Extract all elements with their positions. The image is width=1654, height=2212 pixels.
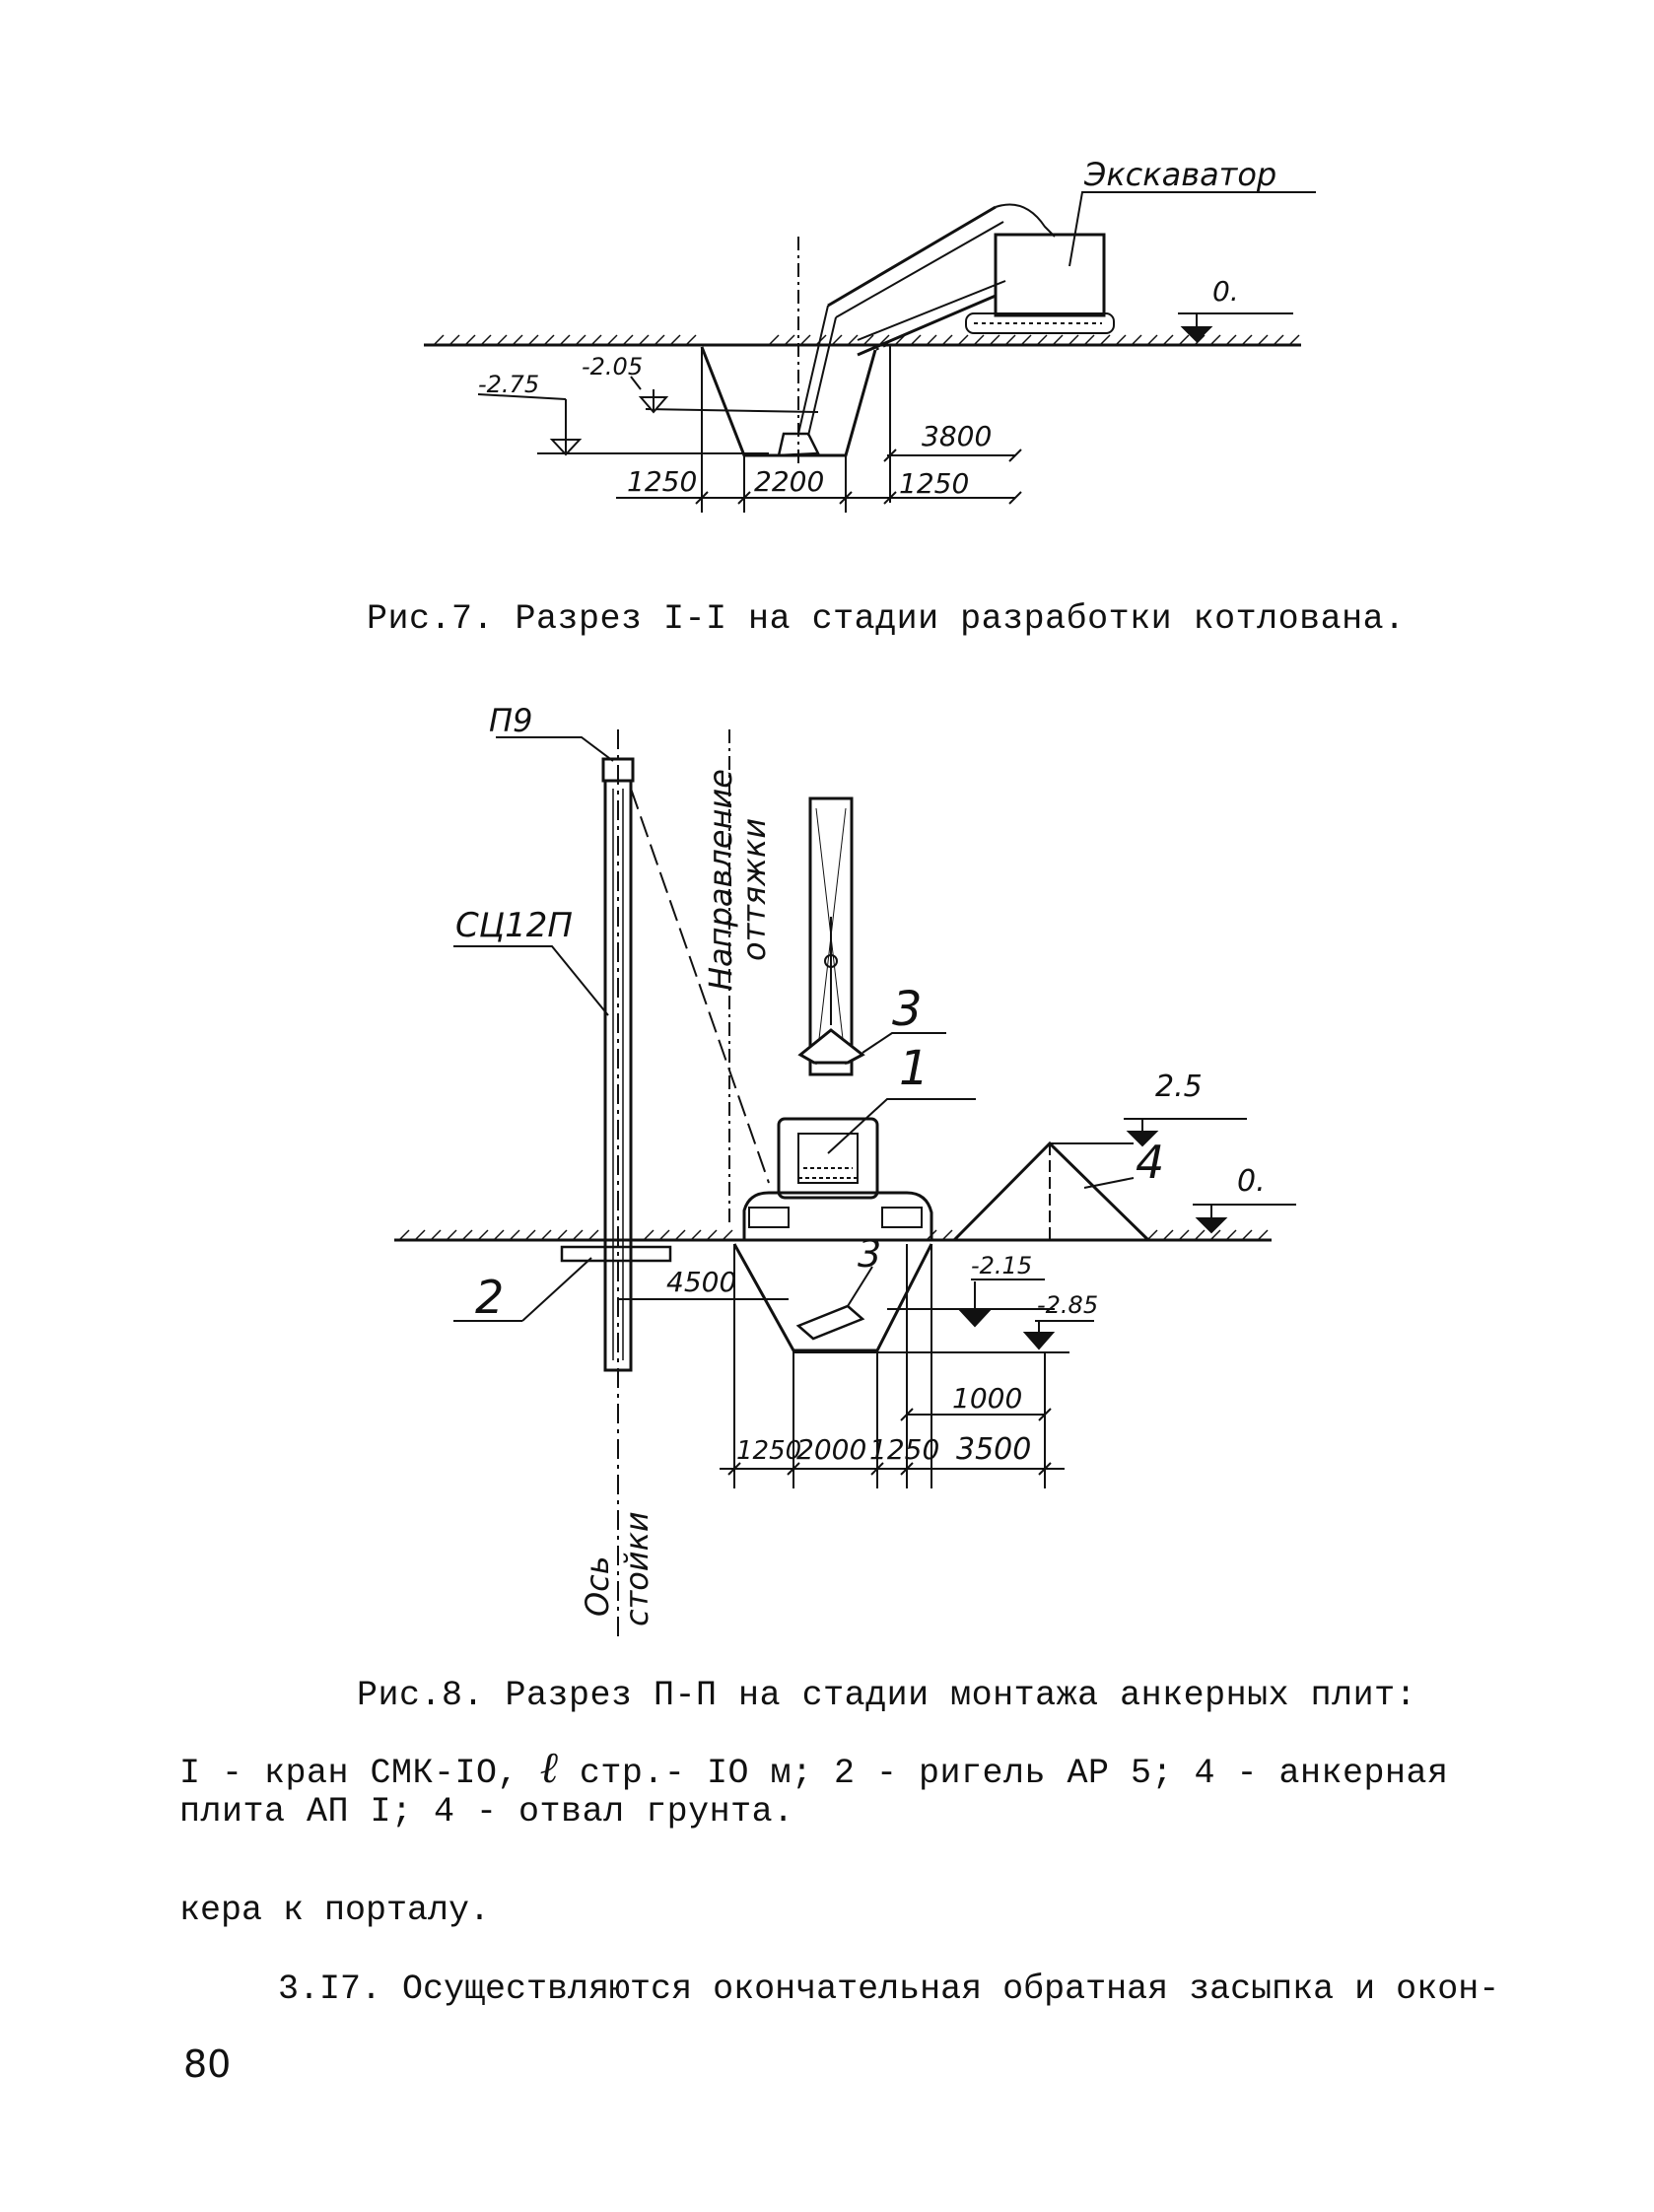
legend-part-b: стр.- IO м; 2 - ригель АР 5; 4 - анкерна…: [579, 1754, 1449, 1793]
dim-2000: 2000: [796, 1433, 866, 1466]
fig7-caption: Рис.7. Разрез I-I на стадии разработки к…: [367, 599, 1406, 639]
label-2: 2: [475, 1271, 504, 1324]
fig8-legend-line2: плита АП I; 4 - отвал грунта.: [179, 1792, 794, 1832]
level-275: -2.75: [478, 371, 539, 398]
dim-4500: 4500: [666, 1266, 736, 1298]
label-p9: П9: [489, 702, 532, 739]
level-zero-fig7: 0.: [1212, 275, 1239, 308]
label-sc12p: СЦ12П: [455, 906, 573, 945]
dim-1250-left: 1250: [627, 465, 697, 498]
ground-hatching: [433, 334, 1300, 346]
dim-1250-a: 1250: [736, 1436, 801, 1466]
dim-2200: 2200: [754, 465, 824, 498]
label-1: 1: [899, 1041, 930, 1096]
dim-3500: 3500: [956, 1432, 1031, 1467]
level-205: -2.05: [582, 353, 643, 380]
label-2-5: 2.5: [1155, 1070, 1203, 1104]
level-215: -2.15: [971, 1252, 1032, 1279]
axis-label-2: стойки: [618, 1511, 655, 1626]
fig8-legend-line1: I - кран СМК-IO, ℓ стр.- IO м; 2 - ригел…: [179, 1743, 1449, 1793]
label-direction-2: оттяжки: [735, 818, 773, 961]
level-zero-fig8: 0.: [1237, 1164, 1266, 1199]
fig8-caption: Рис.8. Разрез П-П на стадии монтажа анке…: [357, 1676, 1417, 1715]
level-285: -2.85: [1037, 1291, 1098, 1319]
label-direction: Направление: [702, 769, 739, 991]
dim-3800: 3800: [922, 420, 992, 452]
axis-label-1: Ось: [579, 1555, 616, 1617]
legend-part-a: I - кран СМК-IO,: [179, 1754, 519, 1793]
body-text-line1: кера к порталу.: [179, 1891, 491, 1930]
dim-1250-b: 1250: [869, 1433, 939, 1466]
label-3-bottom: 3: [858, 1232, 881, 1276]
dim-1000: 1000: [952, 1382, 1022, 1415]
label-4: 4: [1136, 1136, 1164, 1189]
label-3-top: 3: [892, 982, 923, 1037]
dim-1250-right: 1250: [899, 467, 969, 500]
legend-ell: ℓ: [539, 1743, 559, 1793]
page-number: 80: [183, 2042, 232, 2086]
excavator-label: Экскаватор: [1083, 156, 1276, 193]
body-text-line2: 3.I7. Осуществляются окончательная обрат…: [278, 1970, 1500, 2009]
